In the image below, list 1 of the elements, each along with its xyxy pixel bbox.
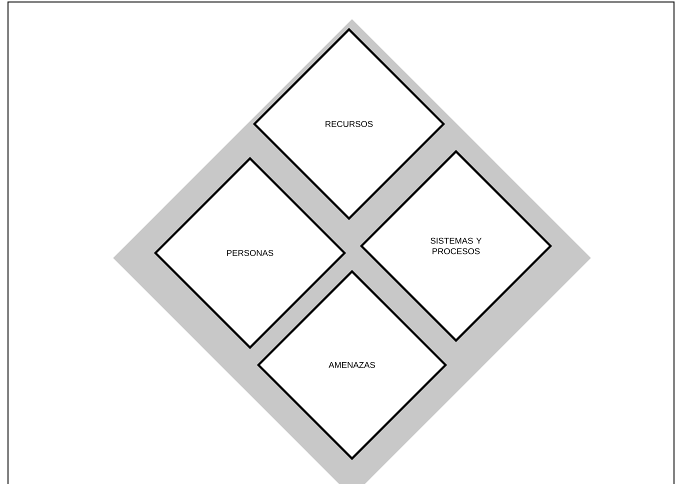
node-label: AMENAZAS	[328, 362, 375, 368]
